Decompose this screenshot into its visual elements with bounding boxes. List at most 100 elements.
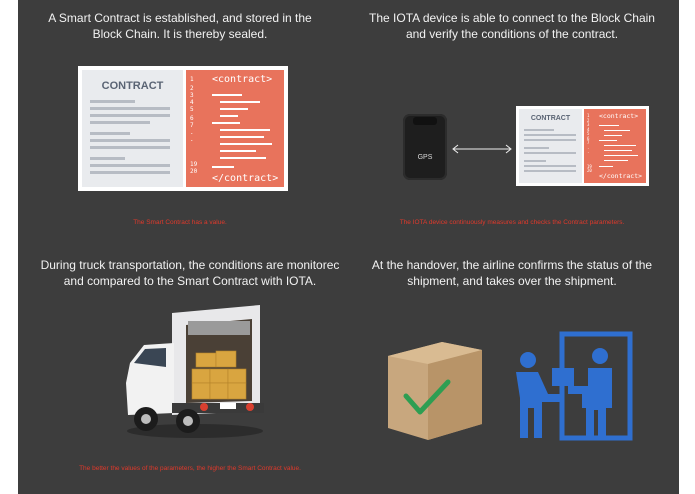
contract-label: CONTRACT xyxy=(101,80,164,92)
code-line xyxy=(220,129,270,131)
line-number: 6 xyxy=(587,135,590,141)
step2-caption: The IOTA device continuously measures an… xyxy=(399,219,625,226)
contract-open-tag: <contract> xyxy=(599,112,639,120)
text-line xyxy=(90,114,170,117)
box-side xyxy=(428,350,482,440)
tail-light xyxy=(246,403,254,411)
wheel-hub xyxy=(183,416,193,426)
wheel-hub xyxy=(141,414,151,424)
text-line xyxy=(524,170,576,172)
code-line xyxy=(220,101,260,103)
line-number: 7 xyxy=(190,122,194,129)
device-top-cap xyxy=(413,117,437,125)
cargo-box-item xyxy=(191,382,211,400)
step4-heading: At the handover, the airline confirms th… xyxy=(371,258,653,288)
cargo-box-item xyxy=(191,368,211,384)
text-line xyxy=(524,165,576,167)
person-right-body xyxy=(568,368,612,438)
text-line xyxy=(90,132,130,135)
line-number: . xyxy=(587,144,590,150)
truck-shadow xyxy=(127,424,263,438)
text-line xyxy=(90,100,135,103)
code-line xyxy=(212,94,242,96)
person-left-body xyxy=(516,372,562,438)
line-number: 5 xyxy=(587,131,590,136)
code-line xyxy=(220,150,256,152)
line-number: 6 xyxy=(190,115,194,122)
text-line xyxy=(524,139,576,141)
handed-package xyxy=(552,368,574,386)
contract-paper: CONTRACT xyxy=(519,109,582,183)
cargo-box-item xyxy=(227,368,247,384)
code-line xyxy=(599,166,613,167)
handover-people-icon xyxy=(516,331,633,441)
line-number: 20 xyxy=(587,168,592,173)
text-line xyxy=(90,139,170,142)
text-line xyxy=(90,157,125,160)
contract-close-tag: </contract> xyxy=(599,172,643,180)
line-number: 1 xyxy=(190,76,194,83)
checkmark-icon xyxy=(403,379,451,415)
code-line xyxy=(604,145,636,146)
person-left-head xyxy=(520,352,536,368)
line-number: . xyxy=(190,136,194,143)
arrow-head-left xyxy=(452,144,459,154)
step1-heading: A Smart Contract is established, and sto… xyxy=(48,11,312,41)
delivery-truck-icon xyxy=(126,305,264,438)
text-line xyxy=(524,129,554,131)
text-line xyxy=(90,164,170,167)
connection-arrow xyxy=(452,144,512,154)
code-line xyxy=(220,157,266,159)
line-number: 1 xyxy=(587,113,590,118)
cab-window xyxy=(134,348,166,367)
code-line xyxy=(220,143,272,145)
box-top xyxy=(388,342,482,364)
code-line xyxy=(604,155,638,156)
line-numbers: 1 2 3 4 5 6 7 . . 19 20 xyxy=(587,113,592,174)
code-line xyxy=(604,130,630,131)
contract-code-panel: 1 2 3 4 5 6 7 . . 19 20 <contract> </con… xyxy=(186,70,284,187)
contract-close-tag: </contract> xyxy=(212,173,279,184)
line-number: 19 xyxy=(587,163,592,169)
step3-heading: During truck transportation, the conditi… xyxy=(40,258,340,288)
smart-contract-document-small: CONTRACT <contract> 1 2 3 4 5 6 7 . . 19… xyxy=(516,106,649,186)
text-line xyxy=(90,107,170,110)
gps-device-icon: GPS xyxy=(403,114,447,180)
contract-paper: CONTRACT xyxy=(82,70,183,187)
line-number: 2 xyxy=(587,117,590,123)
roller-door xyxy=(188,321,250,335)
cargo-box-item xyxy=(209,368,229,384)
contract-label: CONTRACT xyxy=(530,115,571,122)
arrow-head-right xyxy=(505,144,512,154)
tail-light xyxy=(200,403,208,411)
text-line xyxy=(524,160,546,162)
text-line xyxy=(524,147,549,149)
code-line xyxy=(220,115,238,117)
text-line xyxy=(524,134,576,136)
step3-caption: The better the values of the parameters,… xyxy=(79,465,301,472)
text-line xyxy=(90,146,170,149)
code-line xyxy=(212,122,240,124)
person-right-head xyxy=(592,348,608,364)
code-line xyxy=(604,160,628,161)
text-line xyxy=(90,171,170,174)
line-number: . xyxy=(587,149,590,154)
line-number: 2 xyxy=(190,85,194,92)
contract-open-tag: <contract> xyxy=(212,74,273,85)
code-line xyxy=(212,166,234,168)
code-line xyxy=(604,135,622,136)
cargo-box-item xyxy=(227,382,247,400)
line-number: 4 xyxy=(587,126,590,132)
license-plate xyxy=(220,403,236,409)
text-line xyxy=(524,152,576,154)
gps-label: GPS xyxy=(417,154,433,161)
package-checkmark-icon xyxy=(388,342,482,440)
line-number: 3 xyxy=(190,92,194,99)
line-number: 5 xyxy=(190,106,194,113)
code-line xyxy=(220,108,248,110)
code-line xyxy=(599,125,619,126)
line-number: 4 xyxy=(190,99,194,106)
cargo-boxes xyxy=(191,350,247,400)
cargo-box-item xyxy=(209,382,229,400)
cargo-box-item xyxy=(215,350,237,368)
